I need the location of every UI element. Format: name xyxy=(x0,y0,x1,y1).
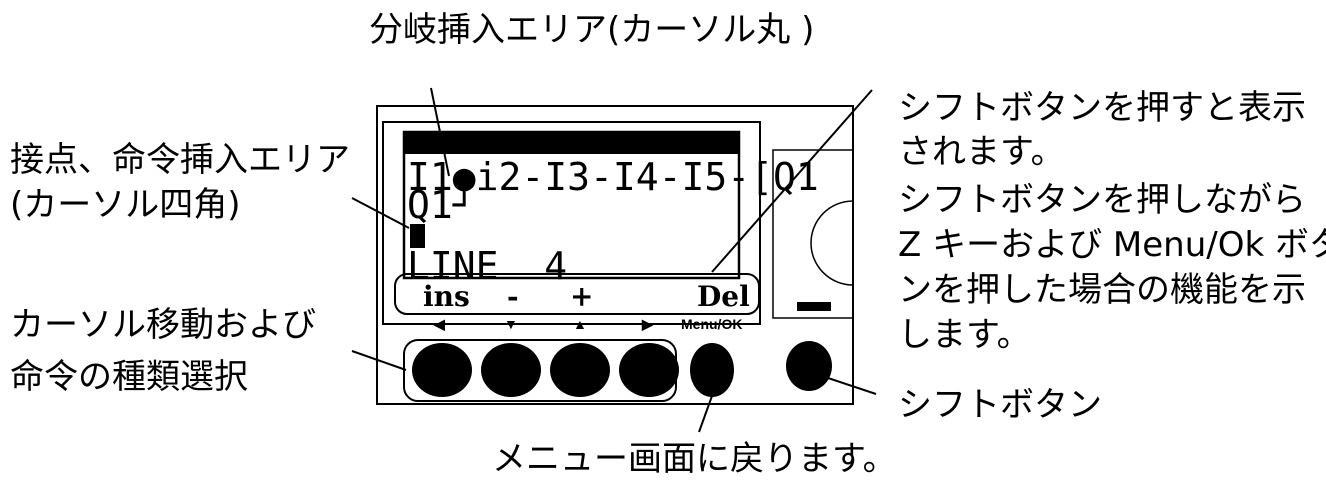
button-down xyxy=(481,343,541,397)
label-menu-return: メニュー画面に戻ります。 xyxy=(492,439,897,479)
button-up xyxy=(550,343,610,397)
side-arc xyxy=(810,200,854,286)
button-right xyxy=(619,343,679,397)
softkey-del: Del xyxy=(697,280,750,313)
label-branch-insert: 分岐挿入エリア(カーソル丸 ) xyxy=(369,10,815,50)
label-shift-display-2: されます。 xyxy=(898,132,1065,172)
button-left xyxy=(412,343,472,397)
block-cursor xyxy=(410,224,425,248)
callout-shift-line xyxy=(821,375,877,395)
side-led xyxy=(797,302,831,311)
button-shift xyxy=(786,341,832,391)
label-shift-function-1: シフトボタンを押しながら xyxy=(898,180,1306,220)
label-shift-display-1: シフトボタンを押すと表示 xyxy=(898,88,1306,128)
callout-branch-line xyxy=(430,87,450,177)
lcd-row2: Q1┘ xyxy=(407,183,476,227)
arrow-up-icon: ▲ xyxy=(573,316,587,332)
lcd-bezel xyxy=(382,121,761,325)
lcd-row4: LINE 4 xyxy=(407,244,568,288)
arrow-down-icon: ▼ xyxy=(504,316,518,332)
arrow-right-icon: ▶ xyxy=(642,316,653,332)
callout-menu-line xyxy=(698,395,713,433)
callout-contact-line xyxy=(351,197,410,229)
lcd-row1: I1●i2-I3-I4-I5-[Q1 xyxy=(407,155,819,199)
softkey-box xyxy=(394,273,760,315)
softkey-minus: - xyxy=(507,280,519,313)
label-shift-function-3: ンを押した場合の機能を示 xyxy=(898,270,1306,310)
side-panel xyxy=(772,149,854,319)
label-cursor-move-2: 命令の種類選択 xyxy=(10,357,248,397)
softkey-plus: + xyxy=(570,280,594,313)
label-shift-function-4: します。 xyxy=(898,315,1031,355)
callout-shift-display-line xyxy=(711,89,873,273)
label-contact-insert-1: 接点、命令挿入エリア xyxy=(10,140,350,180)
lcd-title-bar xyxy=(404,132,739,154)
arrow-left-icon: ◀ xyxy=(434,316,445,332)
label-cursor-move-1: カーソル移動および xyxy=(10,305,316,345)
button-menu-ok xyxy=(690,343,734,397)
callout-cursor-line xyxy=(351,350,407,371)
label-shift-function-2: Z キーおよび Menu/Ok ボタ xyxy=(898,225,1326,265)
label-contact-insert-2: (カーソル四角) xyxy=(10,185,241,225)
label-shift-button: シフトボタン xyxy=(898,385,1102,425)
softkey-ins: ins xyxy=(423,280,470,313)
menu-ok-label: Menu/OK xyxy=(681,316,743,332)
